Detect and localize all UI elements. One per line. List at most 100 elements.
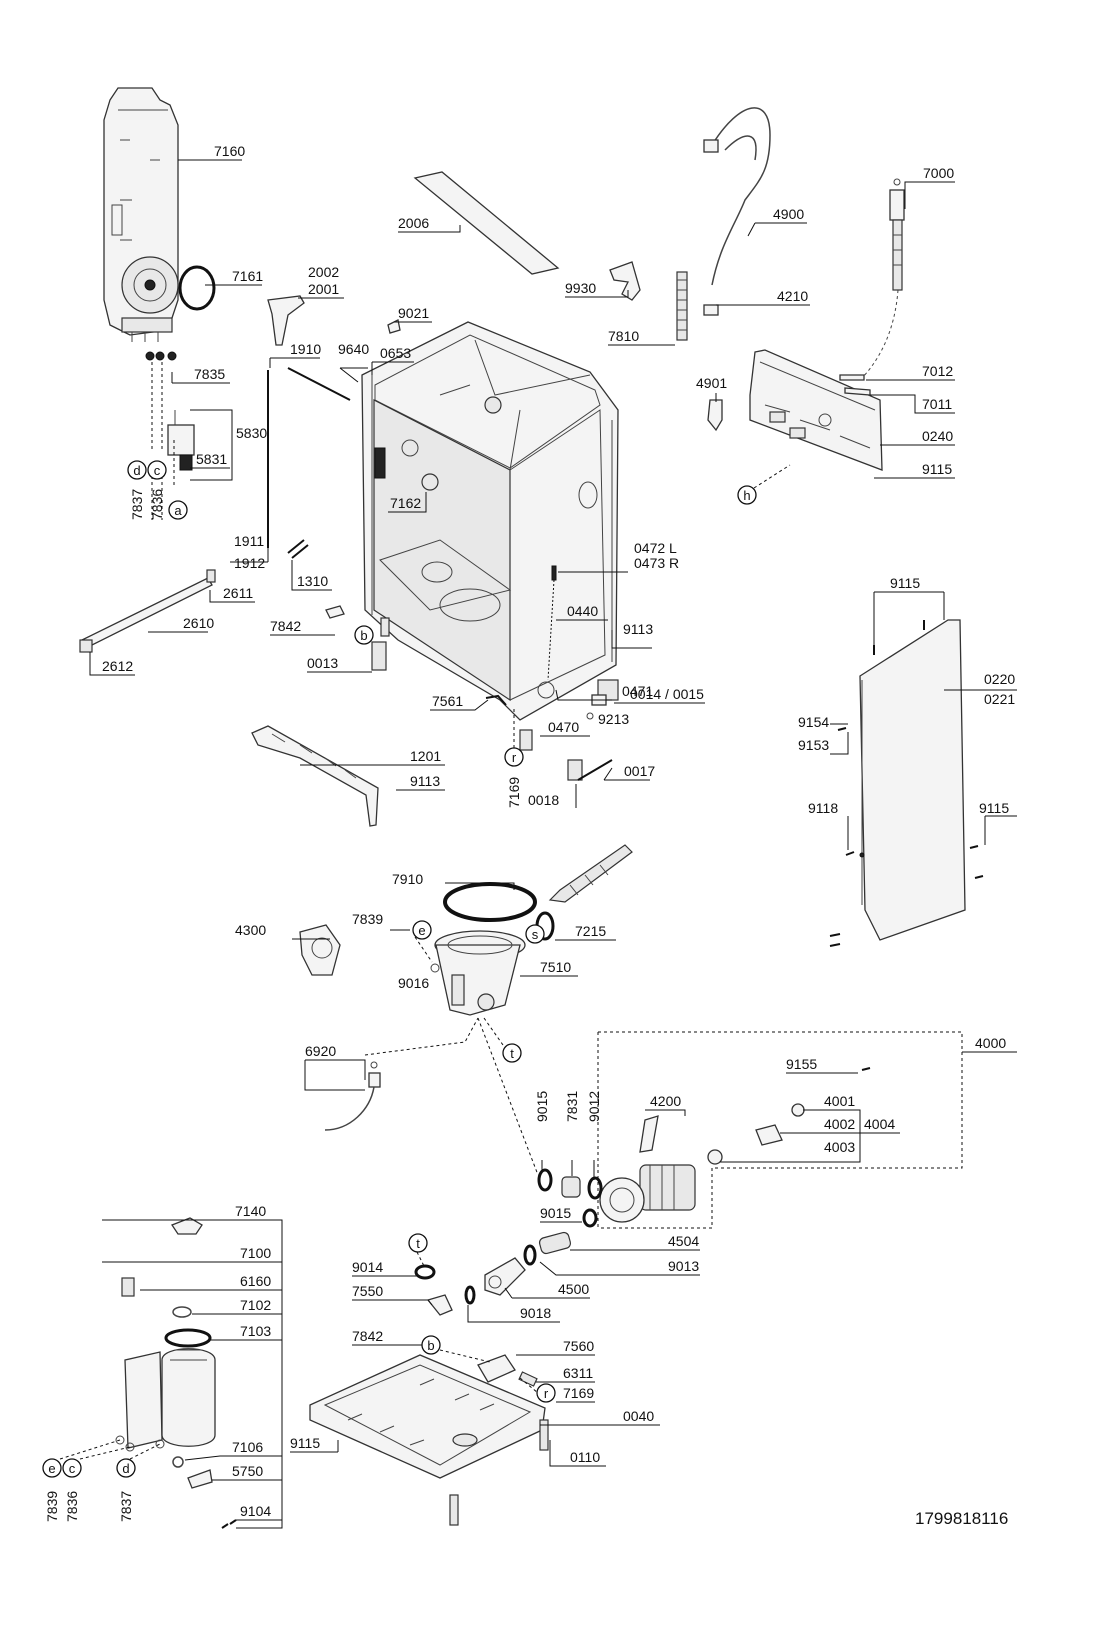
callout-letter: s bbox=[532, 927, 539, 942]
callout-circle-c-upper: c bbox=[147, 460, 167, 480]
part-7000-inlet-hose bbox=[859, 178, 905, 381]
part-label: 7837 bbox=[129, 489, 145, 520]
part-4500-heater bbox=[484, 1257, 526, 1296]
part-label: 7510 bbox=[540, 959, 571, 975]
callout-circle-c-lower: c bbox=[62, 1458, 82, 1478]
part-label: 0220 bbox=[984, 671, 1015, 687]
part-7215-drain-hose bbox=[535, 844, 633, 941]
part-label: 7162 bbox=[390, 495, 421, 511]
callout-letter: t bbox=[510, 1046, 514, 1061]
part-screws-right bbox=[829, 620, 984, 947]
document-number: 1799818116 bbox=[915, 1509, 1008, 1528]
part-label: 4901 bbox=[696, 375, 727, 391]
part-label: 7560 bbox=[563, 1338, 594, 1354]
part-7100-water-softener bbox=[115, 1348, 216, 1452]
part-4210-clip bbox=[703, 304, 719, 316]
callout-circle-b-lower: b bbox=[421, 1335, 441, 1355]
part-label: 7102 bbox=[240, 1297, 271, 1313]
part-label: 7100 bbox=[240, 1245, 271, 1261]
part-label: 7842 bbox=[352, 1328, 383, 1344]
part-label: 7161 bbox=[232, 268, 263, 284]
callout-circle-d-lower: d bbox=[116, 1458, 136, 1478]
part-label: 4504 bbox=[668, 1233, 699, 1249]
part-7169-support bbox=[519, 729, 533, 751]
callout-letter: r bbox=[512, 750, 517, 765]
part-label: 9016 bbox=[398, 975, 429, 991]
part-label: 9115 bbox=[890, 575, 920, 591]
part-label: 2001 bbox=[308, 281, 339, 297]
part-label: 9018 bbox=[520, 1305, 551, 1321]
part-label: 9154 bbox=[798, 714, 829, 730]
part-label: 5830 bbox=[236, 425, 267, 441]
part-label: 9021 bbox=[398, 305, 429, 321]
part-7831-hose bbox=[537, 1168, 603, 1228]
part-label: 7831 bbox=[564, 1091, 580, 1122]
part-7835-o-rings bbox=[145, 351, 177, 361]
part-label: 9013 bbox=[668, 1258, 699, 1274]
callout-letter: e bbox=[418, 923, 425, 938]
part-4004-motor bbox=[599, 1164, 696, 1223]
part-0440-level-sensor bbox=[537, 565, 557, 699]
part-label: 7140 bbox=[235, 1203, 266, 1219]
callout-letter: c bbox=[69, 1461, 76, 1476]
callout-circle-r-lower: r bbox=[536, 1383, 556, 1403]
part-label: 2610 bbox=[183, 615, 214, 631]
part-label: 7103 bbox=[240, 1323, 271, 1339]
part-label: 4210 bbox=[777, 288, 808, 304]
part-label: 0017 bbox=[624, 763, 655, 779]
part-label: 0473 R bbox=[634, 555, 679, 571]
part-label: 9118 bbox=[808, 800, 838, 816]
part-7012-bracket bbox=[839, 374, 871, 396]
callout-letter: e bbox=[48, 1461, 55, 1476]
part-7550-elbow bbox=[426, 1285, 476, 1316]
part-label: 9115 bbox=[922, 461, 952, 477]
part-label: 0040 bbox=[623, 1408, 654, 1424]
part-label: 7000 bbox=[923, 165, 954, 181]
callout-circle-r-upper: r bbox=[504, 747, 524, 767]
part-label: 9012 bbox=[586, 1091, 602, 1122]
callout-circle-d-upper: d bbox=[127, 460, 147, 480]
part-label: 9213 bbox=[598, 711, 629, 727]
part-0040-base-tray bbox=[309, 1354, 546, 1479]
part-label: 9155 bbox=[786, 1056, 817, 1072]
part-2610-rod bbox=[79, 569, 216, 653]
part-4901-connector bbox=[707, 399, 723, 432]
part-label: 7839 bbox=[352, 911, 383, 927]
part-label: 9104 bbox=[240, 1503, 271, 1519]
part-0220-side-panel bbox=[859, 619, 966, 941]
callout-letter: h bbox=[743, 488, 750, 503]
part-tub bbox=[361, 321, 619, 721]
part-label: 7169 bbox=[506, 777, 522, 808]
callout-circle-a: a bbox=[168, 500, 188, 520]
part-label: 9015 bbox=[540, 1205, 571, 1221]
part-2002-bracket bbox=[267, 295, 305, 346]
part-label: 4900 bbox=[773, 206, 804, 222]
part-7161-gasket bbox=[178, 265, 216, 311]
part-label: 7106 bbox=[232, 1439, 263, 1455]
part-label: 4003 bbox=[824, 1139, 855, 1155]
part-label: 0221 bbox=[984, 691, 1015, 707]
part-4300-pump bbox=[299, 924, 341, 976]
part-4200-capacitor bbox=[639, 1115, 659, 1153]
part-label: 4200 bbox=[650, 1093, 681, 1109]
part-label: 9113 bbox=[623, 621, 653, 637]
part-label: 5750 bbox=[232, 1463, 263, 1479]
part-label: 7836 bbox=[149, 489, 165, 520]
callout-letter: t bbox=[416, 1236, 420, 1251]
part-label: 7011 bbox=[922, 396, 952, 412]
part-label: 0018 bbox=[528, 792, 559, 808]
callout-letter: a bbox=[174, 503, 182, 518]
part-7560-float bbox=[477, 1354, 538, 1387]
part-1310-spring bbox=[287, 539, 309, 559]
part-label: 0472 L bbox=[634, 540, 677, 556]
part-label: 6160 bbox=[240, 1273, 271, 1289]
part-label: 5831 bbox=[196, 451, 227, 467]
callout-letter: d bbox=[122, 1461, 129, 1476]
part-9016 bbox=[430, 963, 440, 973]
part-label: 6311 bbox=[563, 1365, 593, 1381]
part-label: 7835 bbox=[194, 366, 225, 382]
part-label: 7910 bbox=[392, 871, 423, 887]
part-9930-bracket bbox=[609, 261, 641, 301]
part-label: 7012 bbox=[922, 363, 953, 379]
